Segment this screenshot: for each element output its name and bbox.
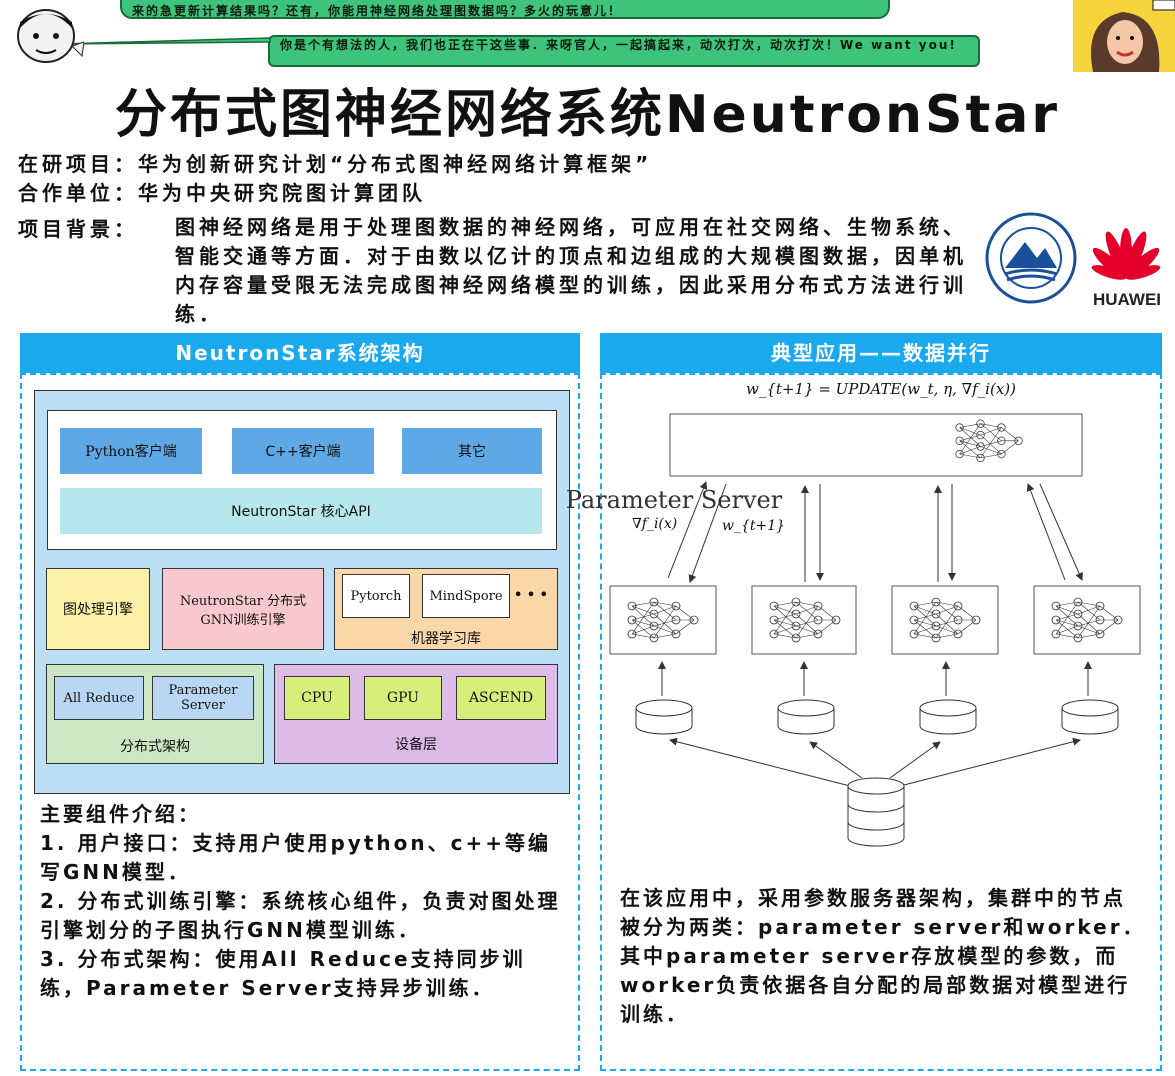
distributed-arch-label: 分布式架构: [120, 739, 190, 755]
project-label: 在研项目：: [18, 152, 138, 176]
bubble-tail: [60, 37, 271, 45]
component-intro-text: 主要组件介绍： 1. 用户接口：支持用户使用python、c++等编写GNN模型…: [40, 802, 561, 1000]
comic-girl-avatar: [1073, 0, 1175, 72]
huawei-logo-mark: [1091, 228, 1161, 280]
page-title: 分布式图神经网络系统NeutronStar: [114, 85, 1061, 145]
all-reduce-box: All Reduce: [54, 676, 144, 720]
more-frameworks-ellipsis: • • •: [514, 588, 548, 603]
device-layer-label: 设备层: [395, 737, 437, 753]
weight-label: w_{t+1}: [722, 518, 786, 534]
parameter-server-diagram: [609, 413, 1141, 847]
partner-value: 华为中央研究院图计算团队: [138, 181, 426, 205]
mindspore-box: MindSpore: [422, 574, 510, 618]
partner-label: 合作单位：: [18, 181, 138, 205]
speech-bubble-top: 来的急更新计算结果吗？还有，你能用神经网络处理图数据吗？多火的玩意儿！: [120, 0, 890, 19]
application-description: 在该应用中，采用参数服务器架构，集群中的节点被分为两类：parameter se…: [620, 886, 1146, 1026]
parameter-server-label: Parameter Server: [565, 486, 783, 514]
partner-line: 合作单位：华为中央研究院图计算团队: [18, 177, 426, 206]
meme-face-avatar: [17, 9, 84, 63]
ascend-box: ASCEND: [456, 676, 546, 720]
project-line: 在研项目：华为创新研究计划“分布式图神经网络计算框架”: [18, 148, 652, 177]
project-value: 华为创新研究计划“分布式图神经网络计算框架”: [138, 152, 653, 176]
python-client-box: Python客户端: [60, 428, 202, 474]
background-text: 图神经网络是用于处理图数据的神经网络，可应用在社交网络、生物系统、智能交通等方面…: [175, 215, 967, 326]
cpp-client-box: C++客户端: [232, 428, 374, 474]
pytorch-box: Pytorch: [342, 574, 410, 618]
huawei-logo-text: HUAWEI: [1093, 290, 1161, 309]
update-formula: w_{t+1} = UPDATE(w_t, η, ∇f_i(x)): [745, 380, 1016, 398]
speech-bubble-mid: 你是个有想法的人，我们也正在干这些事．来呀官人，一起搞起来，动次打次，动次打次！…: [268, 35, 980, 67]
gradient-label: ∇f_i(x): [632, 516, 678, 532]
core-api-box: NeutronStar 核心API: [60, 488, 542, 534]
application-panel: [600, 373, 1162, 1071]
param-server-box: Parameter Server: [152, 676, 254, 720]
architecture-panel-header: NeutronStar系统架构: [20, 333, 580, 373]
neu-university-logo: [985, 212, 1077, 304]
gnn-engine-box: NeutronStar 分布式 GNN训练引擎: [162, 568, 324, 650]
cpu-box: CPU: [284, 676, 350, 720]
ml-library-label: 机器学习库: [411, 631, 481, 647]
background-label: 项目背景：: [18, 217, 138, 241]
gpu-box: GPU: [364, 676, 442, 720]
other-client-box: 其它: [402, 428, 542, 474]
application-panel-header: 典型应用——数据并行: [600, 333, 1162, 373]
architecture-panel: [20, 373, 580, 1071]
graph-engine-box: 图处理引擎: [46, 568, 150, 650]
